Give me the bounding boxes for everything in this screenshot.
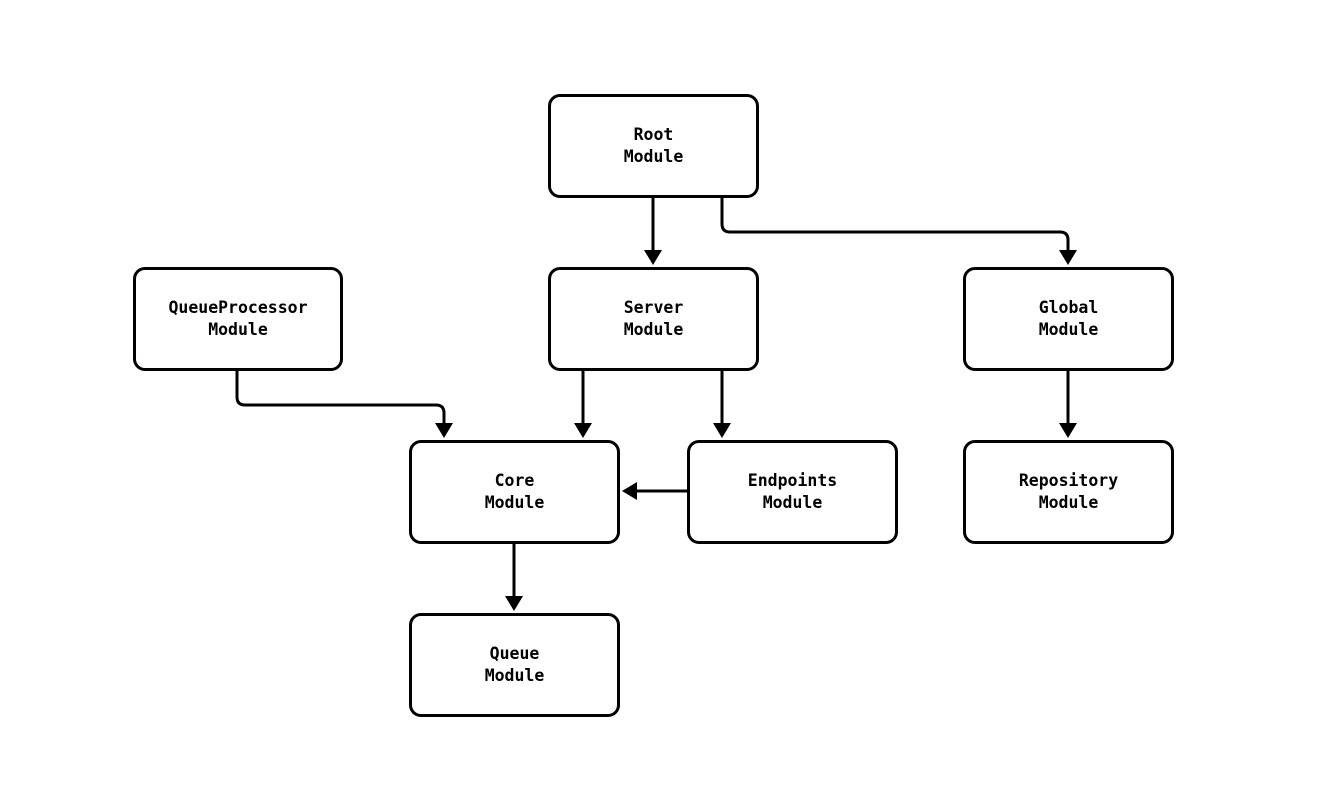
node-label-queue: Queue Module <box>484 644 545 685</box>
node-repository[interactable]: Repository Module <box>963 440 1174 544</box>
node-label-endpoints: Endpoints Module <box>747 471 838 512</box>
node-label-root: Root Module <box>623 125 684 166</box>
node-label-global: Global Module <box>1038 298 1099 339</box>
arrowhead-endpoints-core <box>622 482 637 500</box>
node-label-repository: Repository Module <box>1018 471 1119 512</box>
edge-queueprocessor-core <box>235 371 446 423</box>
arrowhead-server-core <box>574 423 592 438</box>
node-label-core: Core Module <box>484 471 545 512</box>
arrowhead-root-server <box>644 250 662 265</box>
edge-root-global <box>720 198 1070 250</box>
arrowhead-queueprocessor-core <box>435 423 453 438</box>
node-server[interactable]: Server Module <box>548 267 759 371</box>
node-label-server: Server Module <box>623 298 684 339</box>
node-root[interactable]: Root Module <box>548 94 759 198</box>
node-core[interactable]: Core Module <box>409 440 620 544</box>
arrowhead-server-endpoints <box>713 423 731 438</box>
node-global[interactable]: Global Module <box>963 267 1174 371</box>
arrowhead-core-queue <box>505 596 523 611</box>
node-label-queueprocessor: QueueProcessor Module <box>168 298 308 339</box>
node-queue[interactable]: Queue Module <box>409 613 620 717</box>
arrowhead-root-global <box>1059 250 1077 265</box>
arrowhead-global-repository <box>1059 423 1077 438</box>
node-queueprocessor[interactable]: QueueProcessor Module <box>133 267 343 371</box>
node-endpoints[interactable]: Endpoints Module <box>687 440 898 544</box>
